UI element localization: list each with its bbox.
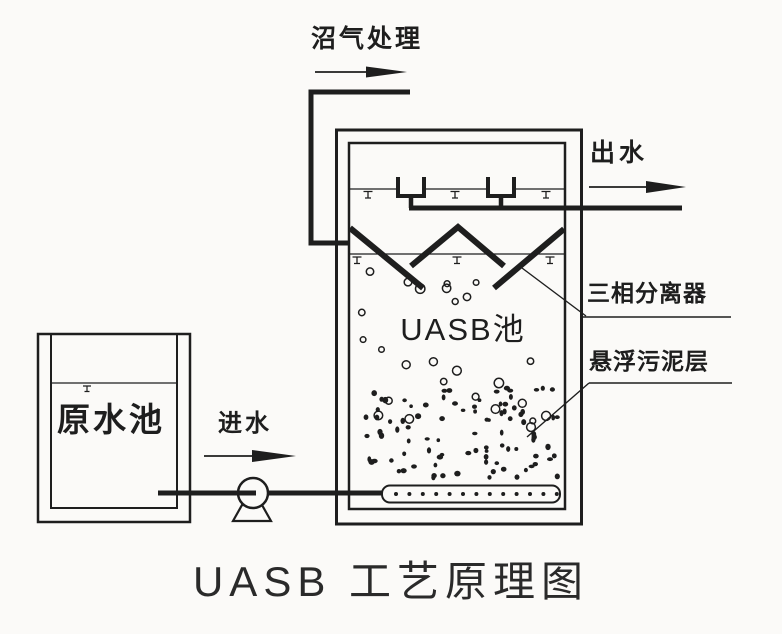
three-phase-separator-label: 三相分离器 [587,280,707,306]
diagram-title: UASB 工艺原理图 [192,558,590,605]
sludge-label-leader [526,382,732,438]
water-level-symbol-icon [83,385,91,393]
upper-water-level [350,188,564,199]
influent-distributor [381,484,561,504]
pump-icon [231,476,273,523]
uasb-tank-walls [335,128,583,526]
distributor-holes [394,492,559,496]
biogas-pipe [308,89,410,246]
three-phase-separator [348,223,566,291]
raw-water-tank [36,332,192,524]
sludge-dots [363,385,560,481]
suspended-sludge-layer-label: 悬浮污泥层 [589,348,709,374]
influent-arrow-icon [204,450,296,462]
biogas-arrow-icon [315,66,407,78]
effluent-arrow-icon [589,181,686,193]
uasb-tank-label: UASB池 [400,312,526,347]
effluent-launders [396,177,516,208]
separator-label-leader [521,267,731,318]
biogas-treatment-label: 沼气处理 [311,25,424,53]
influent-label: 进水 [218,410,272,437]
raw-water-tank-label: 原水池 [57,401,165,438]
gas-bubbles [357,267,552,433]
effluent-label: 出水 [590,139,649,167]
